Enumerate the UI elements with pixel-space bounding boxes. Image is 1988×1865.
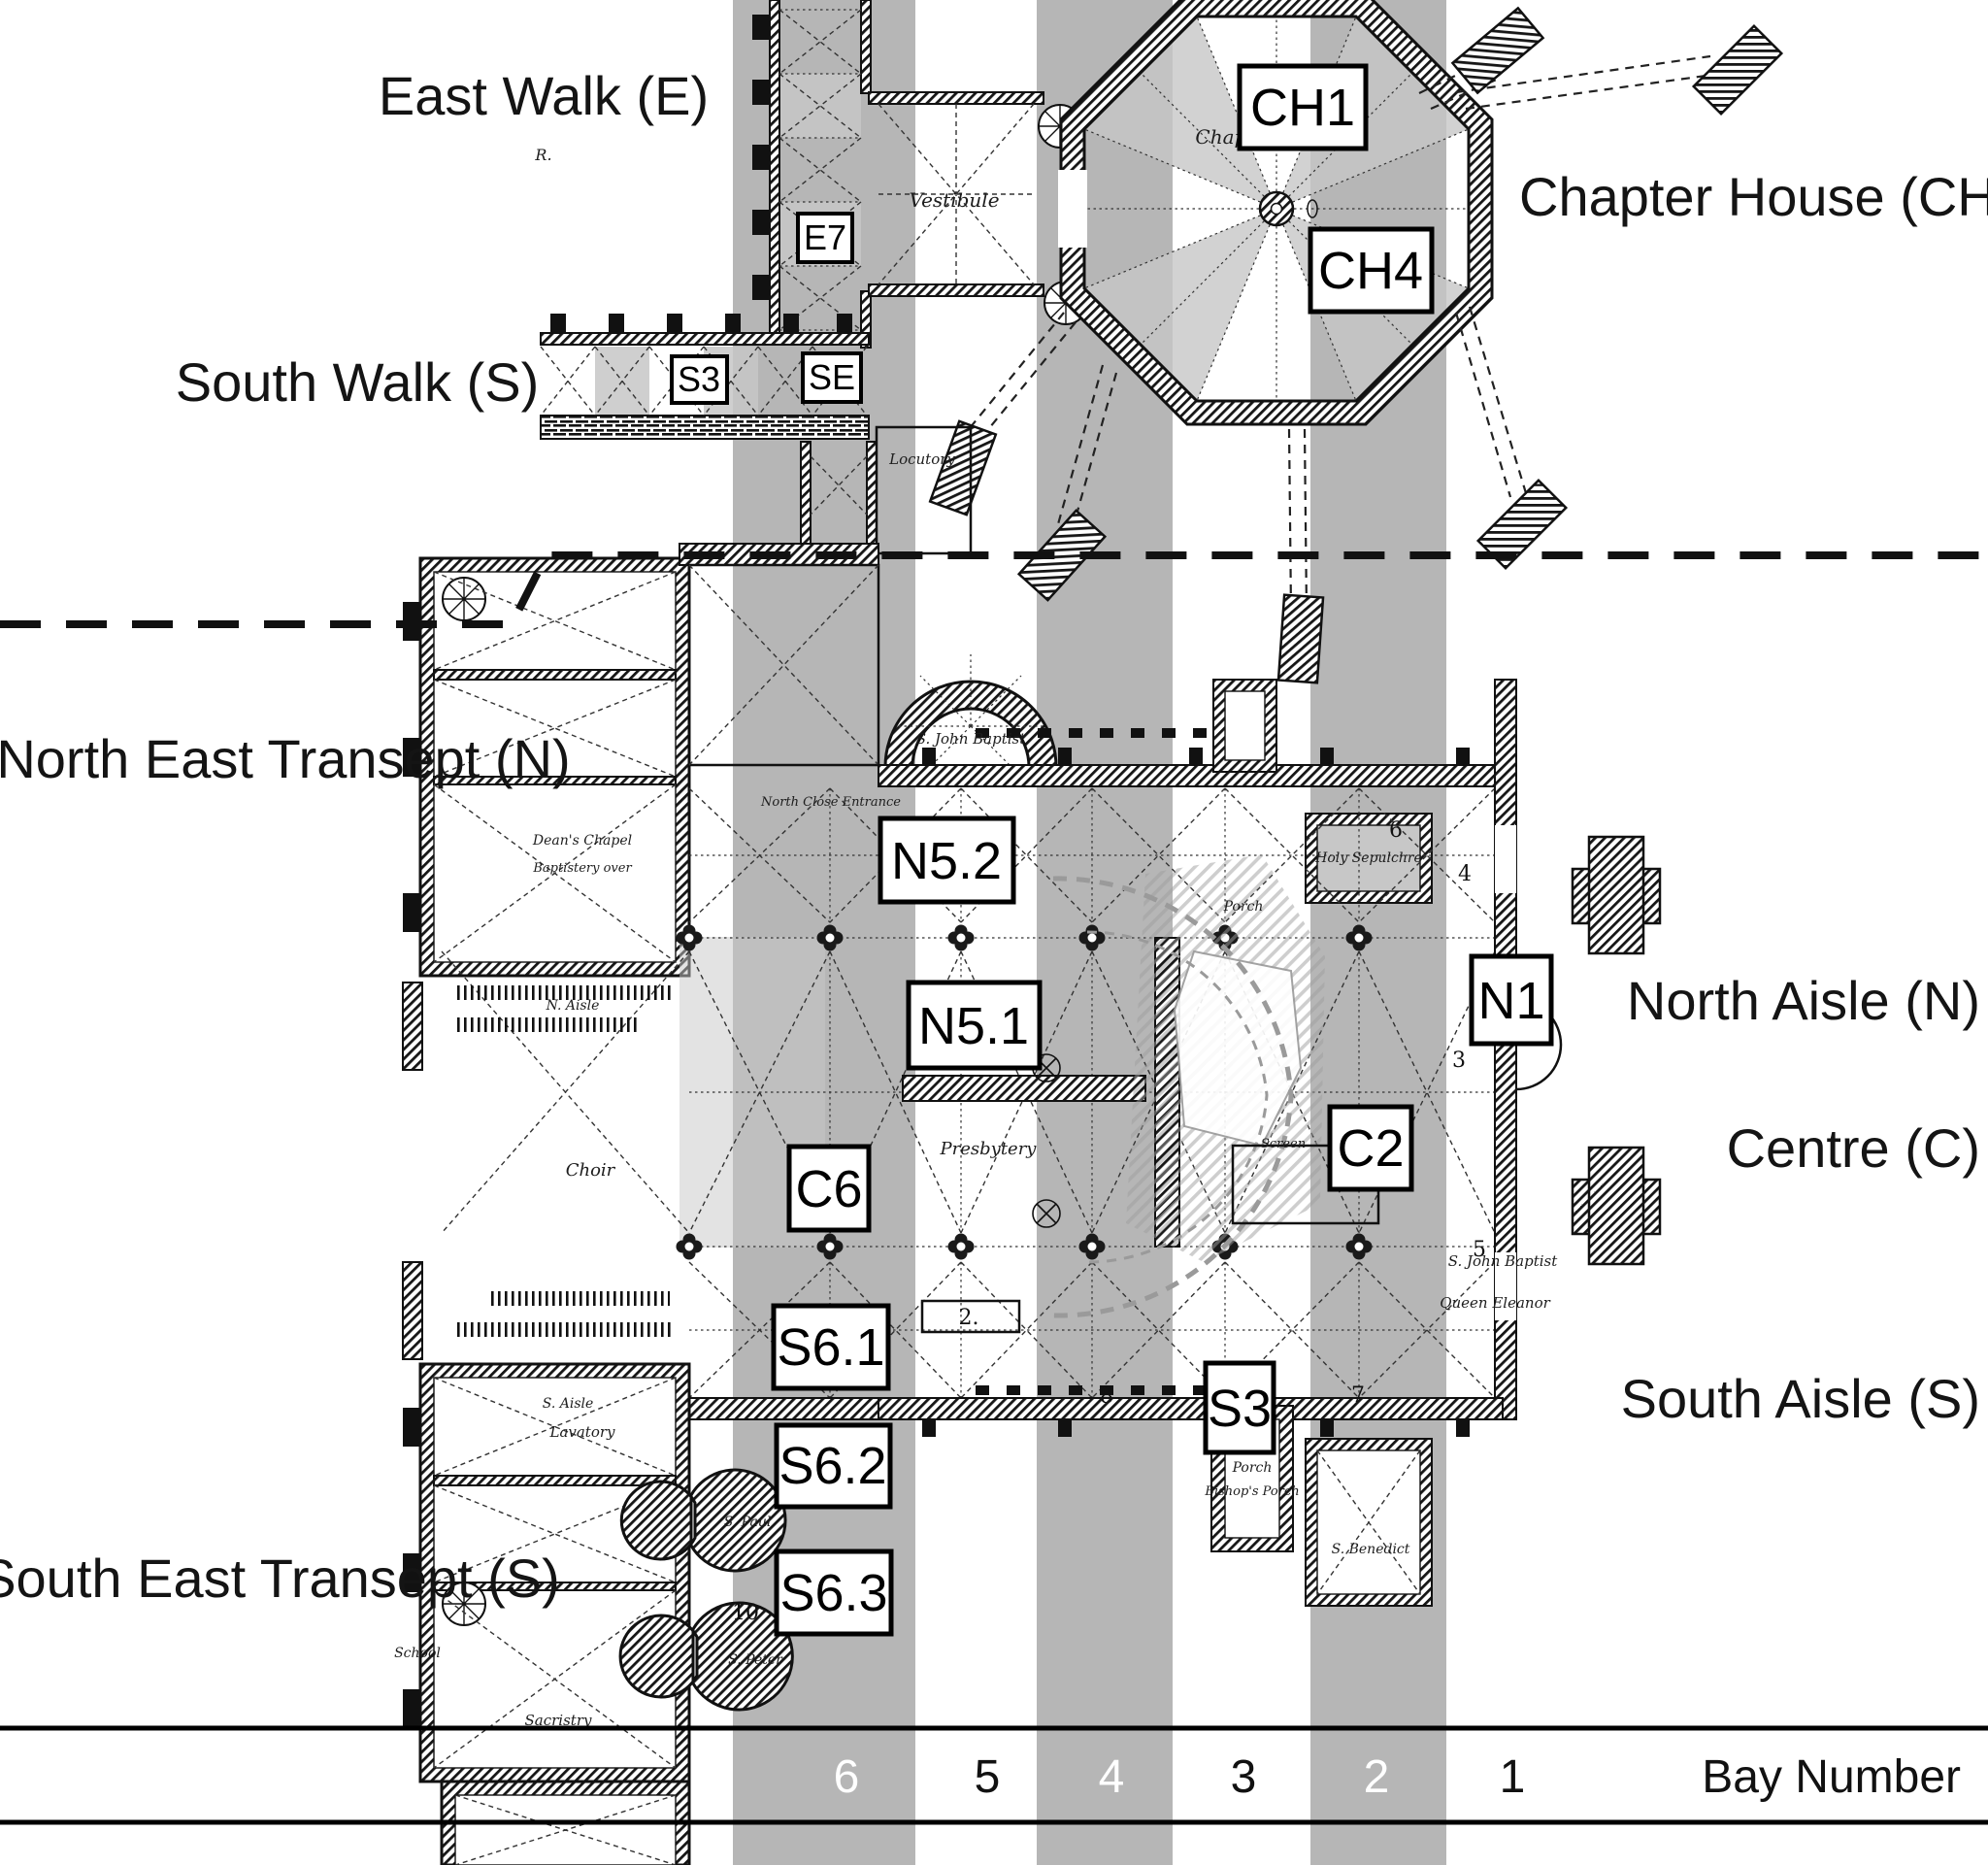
- bay-number-1: 1: [1500, 1751, 1526, 1803]
- room-label: S. Benedict: [1332, 1542, 1410, 1557]
- room-label: Queen Eleanor: [1440, 1294, 1550, 1312]
- pier-numeral: 4: [1458, 862, 1472, 886]
- section-divider-line: [0, 551, 1988, 628]
- room-label: North Close Entrance: [760, 795, 901, 810]
- room-label: Choir: [566, 1160, 616, 1181]
- bay-box-N5-2: N5.2: [878, 816, 1016, 905]
- east-end: [1494, 679, 1662, 1420]
- bay-box-C2: C2: [1327, 1104, 1414, 1192]
- bay-box-label: CH1: [1250, 79, 1355, 137]
- bay-box-label: E7: [804, 217, 846, 257]
- bay-box-N1: N1: [1469, 953, 1554, 1047]
- label-se-transept: South East Transept (S): [0, 1548, 560, 1609]
- room-label: N. Aisle: [546, 998, 600, 1014]
- choir-stalls: [402, 982, 675, 1360]
- room-label: Porch: [1223, 899, 1264, 915]
- room-label: Vestibule: [909, 188, 999, 212]
- bay-box-S3-aisle: S3: [1203, 1360, 1276, 1455]
- pier-numeral: 8: [1100, 1384, 1113, 1409]
- label-ne-transept: North East Transept (N): [0, 728, 571, 789]
- label-south-aisle: South Aisle (S): [1621, 1368, 1980, 1429]
- south-east-transept: [403, 1362, 794, 1865]
- room-label: Dean's Chapel: [532, 833, 632, 849]
- label-east-walk: East Walk (E): [379, 65, 709, 126]
- bay-box-label: C2: [1337, 1119, 1404, 1178]
- label-south-walk: South Walk (S): [176, 351, 539, 413]
- pier-numeral: 5: [1473, 1238, 1486, 1262]
- pier-numeral: 7: [1351, 1383, 1365, 1408]
- north-wall-and-chapels: [878, 679, 1501, 904]
- pier-numeral: 6: [1389, 818, 1403, 843]
- bay-number-5: 5: [975, 1751, 1001, 1803]
- plan-room-labels: Vestibule Chapter House Locutory North C…: [394, 125, 1558, 1729]
- bay-box-CH4: CH4: [1308, 226, 1435, 315]
- ne-apsidal-chapel: [883, 654, 1058, 778]
- bay-box-label: N5.1: [918, 997, 1029, 1055]
- bay-box-SE: SE: [801, 351, 863, 404]
- room-label: Porch: [1232, 1460, 1273, 1476]
- bay-box-label: S6.3: [779, 1564, 887, 1622]
- bay-box-label: S3: [1208, 1380, 1272, 1438]
- bay-id-boxes: CH1 CH4 E7 S3 SE N5.2 N5.1 N1: [670, 63, 1554, 1637]
- pier-numeral: 10: [732, 1601, 759, 1625]
- bay-box-CH1: CH1: [1237, 63, 1369, 151]
- room-label: Holy Sepulchre: [1314, 850, 1422, 866]
- bay-box-label: S6.2: [779, 1437, 886, 1495]
- bay-box-label: N5.2: [891, 832, 1002, 890]
- bay-number-title: Bay Number: [1702, 1751, 1961, 1803]
- bay-number-2: 2: [1364, 1751, 1390, 1803]
- room-label: Sacristry: [525, 1712, 592, 1729]
- bay-box-label: SE: [809, 357, 855, 397]
- room-label: Baptistery over: [532, 861, 632, 876]
- room-label: S. John Baptist: [916, 730, 1027, 748]
- room-label: Presbytery: [940, 1139, 1038, 1159]
- bay-box-S3-walk: S3: [670, 354, 729, 405]
- room-label: Lavatory: [548, 1423, 615, 1441]
- plan-numerals: 6 4 3 5 2. 7 8 10: [732, 818, 1486, 1625]
- south-walk-corridor: [540, 314, 870, 440]
- bay-box-S6-2: S6.2: [774, 1422, 893, 1510]
- pier-numeral: 2.: [959, 1306, 979, 1330]
- bay-number-4: 4: [1099, 1751, 1125, 1803]
- south-wall-and-chapels: [688, 1385, 1504, 1607]
- bay-box-label: C6: [795, 1160, 862, 1218]
- bay-box-C6: C6: [786, 1144, 872, 1233]
- room-label: S. Peter: [728, 1652, 783, 1668]
- presbytery-features: [902, 854, 1380, 1334]
- bay-number-bar: 6 5 4 3 2 1 Bay Number: [0, 1725, 1988, 1825]
- bay-box-S6-3: S6.3: [774, 1549, 894, 1637]
- bay-box-label: CH4: [1318, 242, 1423, 300]
- bay-box-E7: E7: [796, 212, 854, 264]
- room-label: S. Paul: [724, 1515, 772, 1530]
- room-label: S. John Baptist: [1448, 1252, 1559, 1270]
- label-centre: Centre (C): [1727, 1117, 1980, 1179]
- room-label: Screen: [1261, 1137, 1306, 1151]
- bay-box-label: N1: [1477, 972, 1544, 1030]
- bay-number-6: 6: [834, 1751, 860, 1803]
- room-label: R.: [534, 146, 551, 164]
- area-labels: East Walk (E) Chapter House (CH) South W…: [0, 65, 1988, 1609]
- bay-box-S6-1: S6.1: [771, 1303, 891, 1391]
- label-chapter-house: Chapter House (CH): [1519, 166, 1988, 227]
- vestibule: [868, 91, 1088, 325]
- bay-box-label: S6.1: [777, 1318, 884, 1377]
- label-north-aisle: North Aisle (N): [1627, 970, 1980, 1031]
- engraved-plan: [402, 0, 1783, 1865]
- pier-numeral: 3: [1452, 1049, 1466, 1073]
- bay-box-N5-1: N5.1: [906, 980, 1043, 1071]
- room-label: Bishop's Porch: [1204, 1484, 1299, 1499]
- bay-box-label: S3: [678, 359, 720, 399]
- bay-number-3: 3: [1231, 1751, 1257, 1803]
- room-label: School: [394, 1646, 441, 1661]
- room-label: S. Aisle: [543, 1396, 594, 1412]
- room-label: Locutory: [888, 450, 955, 468]
